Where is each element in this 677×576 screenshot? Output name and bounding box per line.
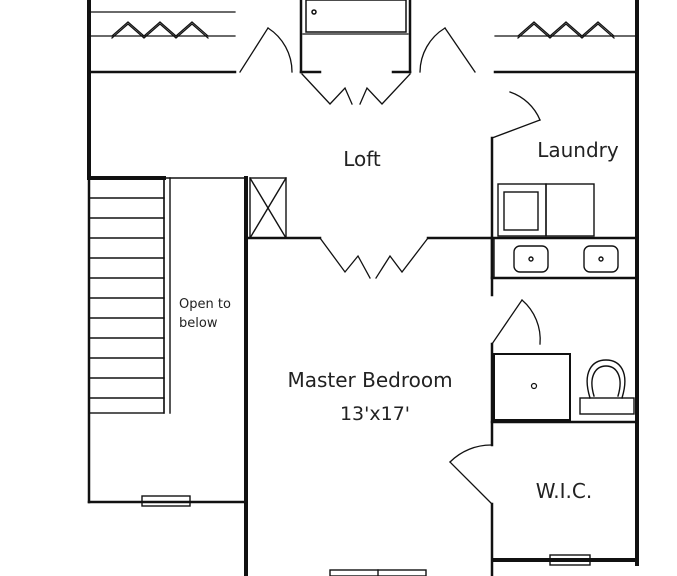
closet-bifold-doors (111, 21, 615, 39)
washer-dryer (497, 183, 595, 237)
door-swings (239, 27, 541, 505)
open-to-below-line1: Open to (179, 297, 231, 312)
open-to-below-line2: below (179, 316, 218, 331)
top-shower (305, 0, 407, 33)
wic-label: W.I.C. (536, 479, 592, 503)
chase-box (249, 177, 287, 239)
toilet (579, 359, 635, 415)
laundry-label: Laundry (537, 138, 619, 162)
staircase (88, 177, 247, 414)
shower-stall (493, 353, 571, 421)
windows (141, 495, 591, 576)
vanity (493, 237, 638, 279)
master-bedroom-size: 13'x17' (340, 403, 410, 425)
loft-label: Loft (343, 147, 381, 171)
master-bedroom-label: Master Bedroom (287, 368, 452, 392)
